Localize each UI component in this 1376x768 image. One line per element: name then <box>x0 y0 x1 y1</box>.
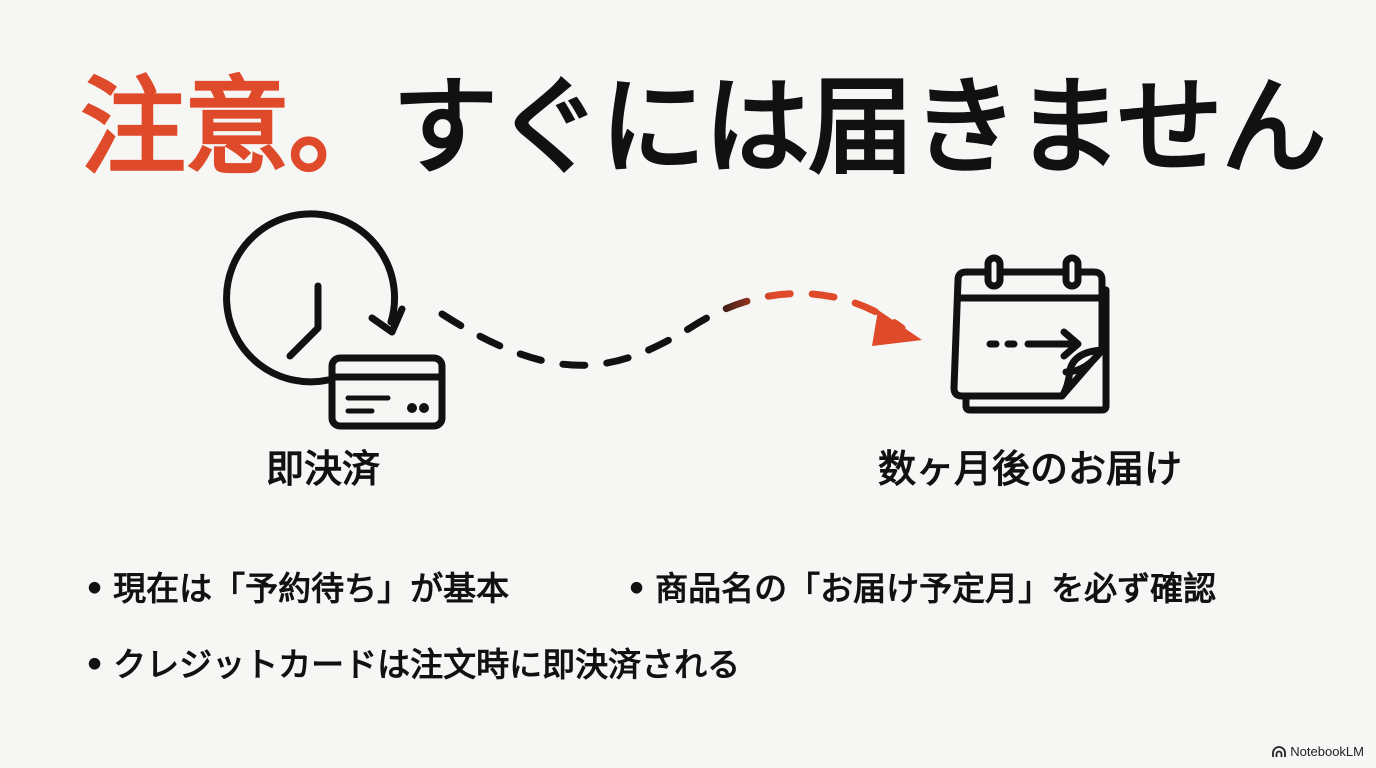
notebooklm-logo-icon <box>1272 746 1287 757</box>
title-main: すぐには届きません <box>392 66 1327 189</box>
clock-with-credit-card-icon <box>223 210 446 430</box>
list-item: •商品名の「お届け予定月」を必ず確認 <box>626 566 1216 612</box>
list-item: •クレジットカードは注文時に即決済される <box>84 642 740 688</box>
notebooklm-branding: NotebookLM <box>1272 744 1364 760</box>
brand-text: NotebookLM <box>1290 744 1364 759</box>
page-title: 注意。すぐには届きません <box>80 62 1327 192</box>
delivery-months-later-label: 数ヶ月後のお届け <box>878 447 1183 491</box>
list-item: •現在は「予約待ち」が基本 <box>84 566 509 612</box>
bullet-text: 商品名の「お届け予定月」を必ず確認 <box>655 569 1217 608</box>
bullet-marker: • <box>626 569 648 608</box>
bullet-text: 現在は「予約待ち」が基本 <box>113 569 510 608</box>
bullet-marker: • <box>84 569 106 608</box>
bullet-marker: • <box>84 645 106 684</box>
calendar-with-arrow-icon <box>950 254 1110 414</box>
bullet-text: クレジットカードは注文時に即決済される <box>113 645 741 684</box>
immediate-payment-label: 即決済 <box>266 447 381 491</box>
dashed-arrow-icon <box>438 290 922 369</box>
title-accent: 注意。 <box>80 64 394 189</box>
